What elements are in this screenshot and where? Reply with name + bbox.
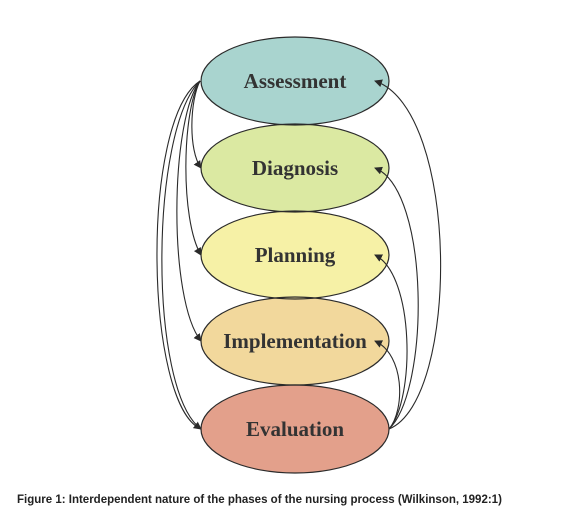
assessment-outline: [200, 36, 390, 126]
implementation-ellipse: [201, 297, 389, 385]
arrow-evaluation-to-implementation: [374, 340, 401, 430]
diagnosis-ellipse: [201, 124, 389, 212]
arrow-evaluation-to-planning: [374, 254, 408, 430]
diagnosis-label: Diagnosis: [252, 156, 338, 180]
arrow-evaluation-to-diagnosis: [374, 166, 419, 430]
assessment-ellipse: [201, 37, 389, 125]
arrow-assessment-to-implementation: [176, 80, 202, 342]
assessment-label: Assessment: [244, 69, 347, 93]
planning-ellipse: [201, 211, 389, 299]
implementation-label: Implementation: [223, 329, 367, 353]
planning-label: Planning: [255, 243, 336, 267]
evaluation-ellipse: [201, 385, 389, 473]
arrow-assessment-to-evaluation: [161, 80, 202, 430]
arrow-assessment-to-evaluation-outer: [156, 80, 202, 430]
arrow-assessment-to-planning: [185, 80, 202, 256]
figure-caption: Figure 1: Interdependent nature of the p…: [17, 494, 502, 506]
arrow-evaluation-to-assessment: [374, 79, 442, 430]
evaluation-label: Evaluation: [246, 417, 344, 441]
